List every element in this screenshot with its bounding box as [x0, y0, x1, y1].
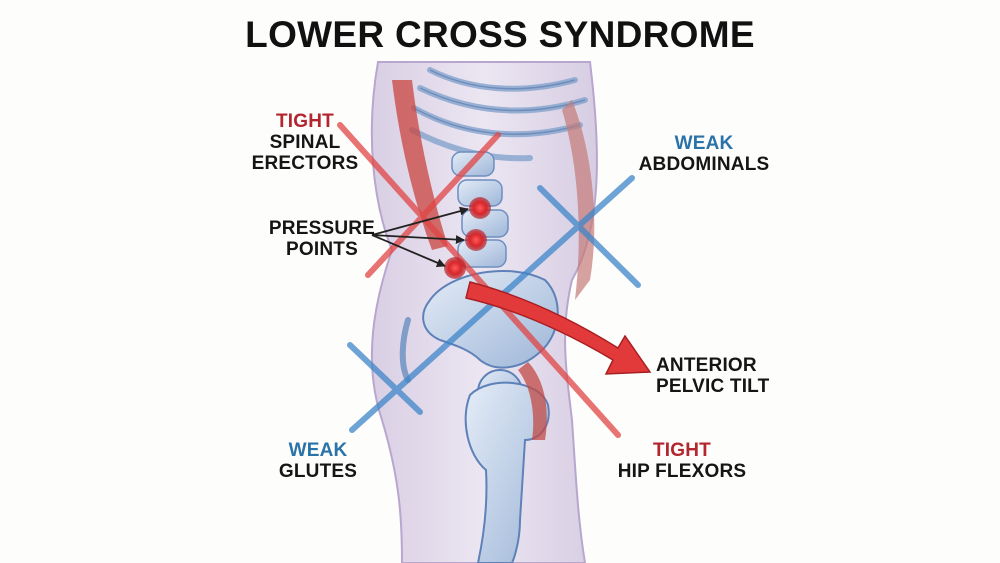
hip-flexor-muscle	[518, 362, 547, 440]
pelvis-bone	[422, 269, 559, 369]
tight-cross-lines	[337, 122, 621, 438]
label-spinal-erectors: TIGHT SPINAL ERECTORS	[245, 111, 365, 174]
label-name-line: ABDOMINALS	[638, 154, 770, 175]
label-status-tight: TIGHT	[276, 111, 334, 132]
label-pressure-points: PRESSURE POINTS	[262, 218, 382, 260]
label-name-line: ANTERIOR	[656, 355, 757, 376]
label-name-line: ERECTORS	[251, 153, 359, 174]
pressure-point	[444, 257, 466, 279]
label-hip-flexors: TIGHT HIP FLEXORS	[612, 440, 752, 482]
label-status-weak: WEAK	[674, 133, 734, 154]
tight-line-short	[365, 132, 501, 278]
label-status-tight: TIGHT	[653, 440, 711, 461]
weak-line-glutes	[347, 342, 423, 415]
pressure-point	[469, 197, 491, 219]
label-name-line: GLUTES	[278, 461, 358, 482]
label-name-line: HIP FLEXORS	[617, 461, 747, 482]
weak-line-short	[537, 185, 641, 288]
label-anterior-pelvic-tilt: ANTERIOR PELVIC TILT	[656, 355, 796, 397]
label-abdominals: WEAK ABDOMINALS	[634, 133, 774, 175]
pressure-points	[444, 197, 491, 279]
anterior-tilt-arrow	[465, 281, 652, 375]
label-name-line: PELVIC TILT	[656, 376, 770, 397]
abdominal-muscle	[562, 100, 595, 300]
pressure-pointer-lines	[371, 206, 469, 267]
tight-line-erectors-to-hipflexors	[337, 122, 621, 438]
diagram-title: LOWER CROSS SYNDROME	[245, 14, 755, 55]
pressure-point	[465, 229, 487, 251]
label-name-line: SPINAL	[269, 132, 341, 153]
label-name-line: POINTS	[286, 239, 358, 260]
label-status-weak: WEAK	[288, 440, 348, 461]
label-name-line: PRESSURE	[268, 218, 376, 239]
label-glutes: WEAK GLUTES	[270, 440, 366, 482]
